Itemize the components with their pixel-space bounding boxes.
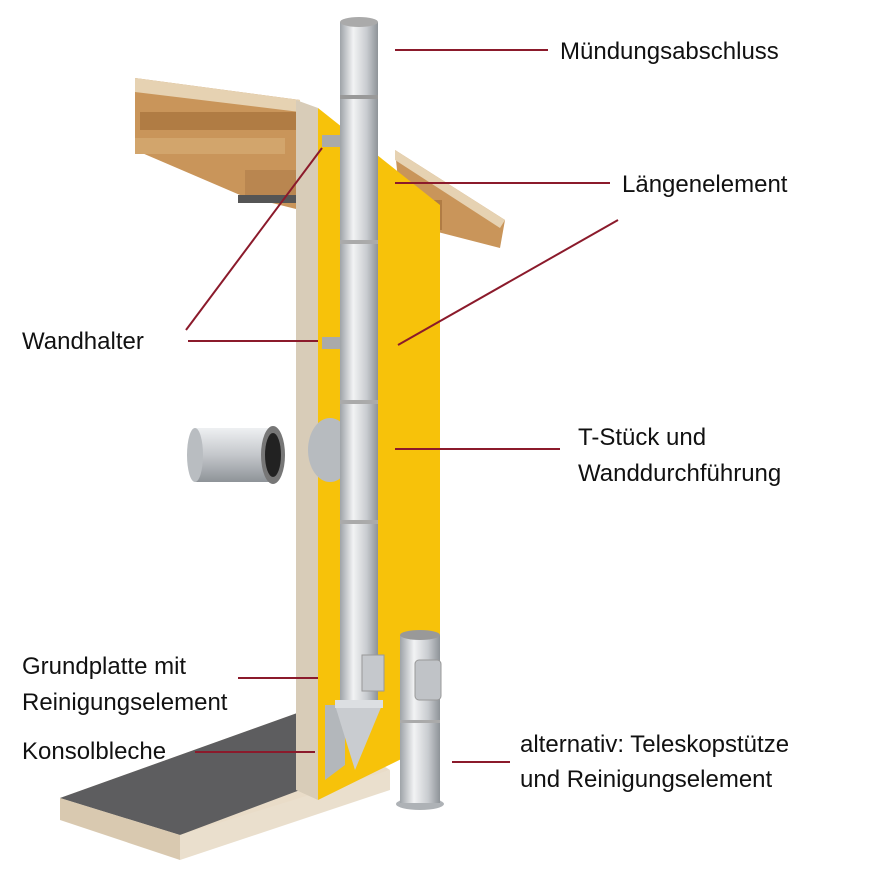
label-konsolbleche: Konsolbleche: [22, 738, 167, 765]
label-grundplatte-2: Reinigungselement: [22, 689, 228, 716]
console-plates: [325, 700, 383, 780]
wall-pipe-section: [187, 426, 285, 484]
label-wandhalter: Wandhalter: [22, 328, 144, 355]
label-grundplatte-1: Grundplatte mit: [22, 653, 187, 680]
label-alternativ-2: und Reinigungselement: [520, 766, 773, 793]
label-muendungsabschluss: Mündungsabschluss: [560, 38, 779, 65]
label-alternativ-1: alternativ: Teleskopstütze: [520, 731, 790, 758]
label-tstueck-2: Wanddurchführung: [578, 460, 782, 487]
wall-bracket-lower: [322, 337, 340, 349]
wall: [296, 100, 318, 800]
leader-lines: [185, 49, 619, 763]
wall-bracket-upper: [322, 135, 340, 147]
label-tstueck-1: T-Stück und: [578, 424, 707, 451]
telescopic-support: [396, 630, 444, 810]
label-laengenelement: Längenelement: [622, 171, 788, 198]
main-chimney-pipe: [340, 17, 385, 702]
